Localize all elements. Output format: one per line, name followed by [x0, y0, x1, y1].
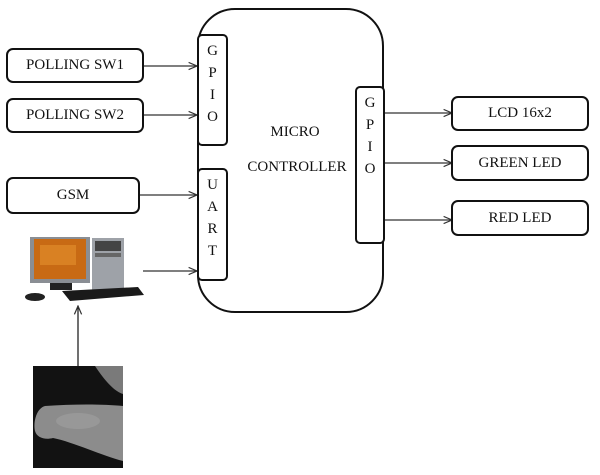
uart-port: U A R T	[197, 168, 228, 281]
gsm-label: GSM	[56, 187, 90, 203]
right-gpio-letter: O	[364, 161, 376, 177]
left-gpio-letter: G	[207, 43, 218, 59]
red-led-label: RED LED	[488, 209, 552, 226]
red-led-box: RED LED	[451, 200, 589, 236]
polling-sw1-label: POLLING SW1	[26, 57, 124, 73]
mcu-label-line2: CONTROLLER	[247, 159, 347, 175]
uart-letter: U	[207, 177, 218, 193]
lcd-label: LCD 16x2	[488, 105, 552, 121]
uart-letter: R	[207, 221, 218, 237]
lcd-box: LCD 16x2	[451, 96, 589, 131]
left-gpio-port: G P I O	[197, 34, 228, 146]
left-gpio-letter: I	[210, 87, 215, 103]
gsm-box: GSM	[6, 177, 140, 214]
polling-sw2-box: POLLING SW2	[6, 98, 144, 133]
uart-letter: A	[207, 199, 218, 215]
uart-letter: T	[207, 243, 218, 259]
left-gpio-letter: O	[207, 109, 218, 125]
polling-sw2-label: POLLING SW2	[26, 107, 124, 123]
polling-sw1-box: POLLING SW1	[6, 48, 144, 83]
green-led-box: GREEN LED	[451, 145, 589, 181]
finger-vein-image	[33, 366, 123, 468]
right-gpio-letter: P	[365, 117, 375, 133]
mcu-label-line1: MICRO	[270, 124, 320, 140]
microcontroller-block	[197, 8, 384, 313]
right-gpio-port: G P I O	[355, 86, 385, 244]
right-gpio-letter: G	[364, 95, 376, 111]
green-led-label: GREEN LED	[478, 154, 562, 171]
desktop-computer-icon	[25, 237, 144, 301]
left-gpio-letter: P	[208, 65, 217, 81]
right-gpio-letter: I	[367, 139, 373, 155]
